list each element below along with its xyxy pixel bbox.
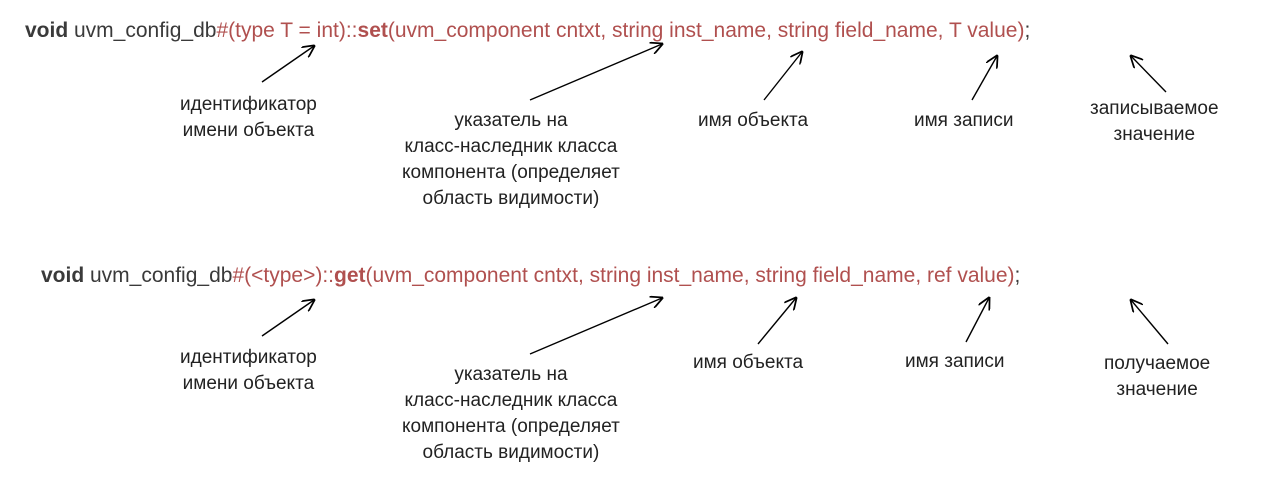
arg-inst-name: string inst_name xyxy=(611,19,767,42)
label-line: область видимости) xyxy=(422,188,600,209)
comma: , xyxy=(766,19,778,42)
set-label-context: указатель на класс-наследник класса комп… xyxy=(402,108,620,212)
set-label-value: записываемое значение xyxy=(1090,96,1219,148)
comma: , xyxy=(937,19,949,42)
void-keyword: void xyxy=(25,19,69,42)
arrow-set-cntxt xyxy=(529,44,662,101)
paren-close: ) xyxy=(1007,264,1015,287)
paren-open: ( xyxy=(365,264,373,287)
config-db-name: uvm_config_db xyxy=(68,19,217,42)
label-line: область видимости) xyxy=(422,442,600,463)
get-label-context: указатель на класс-наследник класса комп… xyxy=(402,362,620,466)
set-label-inst-name: имя объекта xyxy=(698,108,808,134)
set-method: set xyxy=(357,19,388,42)
get-label-value: получаемое значение xyxy=(1104,351,1210,403)
set-label-field-name: имя записи xyxy=(914,108,1014,134)
scope-operator: ):: xyxy=(315,264,335,287)
label-line: имени объекта xyxy=(182,120,315,141)
config-db-name: uvm_config_db xyxy=(84,264,233,287)
get-code-line: void uvm_config_db#(<type>)::get(uvm_com… xyxy=(41,265,1020,286)
get-label-object-id: идентификатор имени объекта xyxy=(180,345,317,397)
label-line: имя объекта xyxy=(693,352,804,373)
label-line: имя записи xyxy=(914,110,1014,131)
arg-inst-name: string inst_name xyxy=(589,264,744,287)
arg-cntxt: uvm_component cntxt xyxy=(394,19,601,42)
arrow-get-cntxt xyxy=(529,298,662,355)
label-line: указатель на xyxy=(454,110,568,131)
label-line: указатель на xyxy=(454,364,568,385)
set-label-object-id: идентификатор имени объекта xyxy=(180,92,317,144)
hash-open: #( xyxy=(232,264,252,287)
label-line: класс-наследник класса xyxy=(404,390,618,411)
arrow-get-inst xyxy=(757,298,796,345)
comma: , xyxy=(915,264,927,287)
set-code-line: void uvm_config_db#(type T = int)::set(u… xyxy=(25,20,1030,41)
scope-operator: ):: xyxy=(338,19,358,42)
type-parameter: <type> xyxy=(251,264,316,287)
arg-field-name: string field_name xyxy=(755,264,916,287)
arrow-get-field xyxy=(965,298,989,343)
comma: , xyxy=(600,19,612,42)
arg-field-name: string field_name xyxy=(777,19,938,42)
label-line: имени объекта xyxy=(182,373,315,394)
label-line: значение xyxy=(1113,124,1196,145)
arg-value: T value xyxy=(948,19,1018,42)
label-line: имя объекта xyxy=(698,110,809,131)
arg-cntxt: uvm_component cntxt xyxy=(372,264,578,287)
hash-open: #( xyxy=(216,19,236,42)
type-parameter: type T = int xyxy=(235,19,339,42)
arrow-set-type xyxy=(261,46,314,83)
paren-open: ( xyxy=(387,19,395,42)
label-line: класс-наследник класса xyxy=(404,136,618,157)
arrow-set-field xyxy=(971,56,997,101)
get-label-inst-name: имя объекта xyxy=(693,350,803,376)
arrow-set-inst xyxy=(763,52,802,101)
label-line: идентификатор xyxy=(180,347,317,368)
label-line: имя записи xyxy=(905,351,1005,372)
label-line: значение xyxy=(1116,379,1198,400)
paren-close: ) xyxy=(1017,19,1025,42)
semicolon: ; xyxy=(1014,264,1021,287)
arrow-get-type xyxy=(261,300,314,337)
comma: , xyxy=(577,264,590,287)
void-keyword: void xyxy=(41,264,85,287)
label-line: идентификатор xyxy=(180,94,317,115)
label-line: компонента (определяет xyxy=(402,416,620,437)
label-line: записываемое xyxy=(1090,98,1219,119)
comma: , xyxy=(743,264,756,287)
label-line: получаемое xyxy=(1104,353,1211,374)
arrow-set-value xyxy=(1131,56,1167,93)
semicolon: ; xyxy=(1024,19,1031,42)
get-method: get xyxy=(334,264,366,287)
get-label-field-name: имя записи xyxy=(905,349,1005,375)
arg-value: ref value xyxy=(926,264,1008,287)
arrow-get-value xyxy=(1131,300,1169,345)
label-line: компонента (определяет xyxy=(402,162,620,183)
